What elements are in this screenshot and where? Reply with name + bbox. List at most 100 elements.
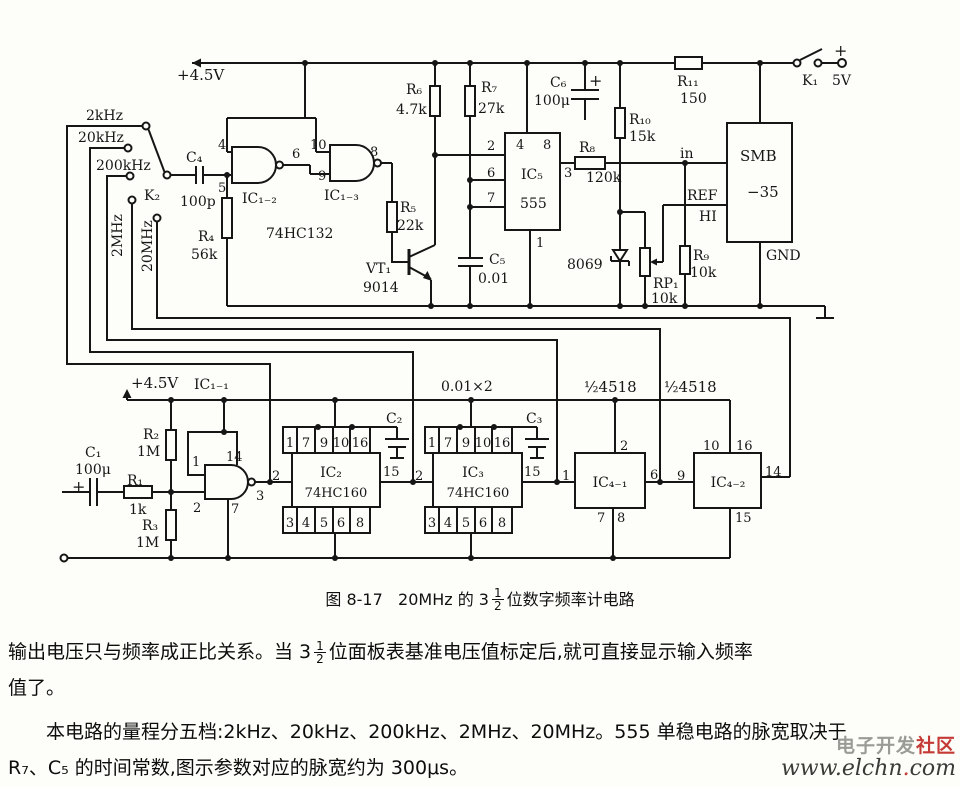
diode-8069-label: 8069 bbox=[567, 257, 603, 273]
cap-c5-plates bbox=[458, 257, 483, 306]
gate-ic13-label: IC₁₋₃ bbox=[324, 188, 359, 204]
res-r6-body bbox=[429, 85, 441, 117]
wire-gate-inputs bbox=[226, 63, 330, 153]
range-200khz: 200kHz bbox=[96, 158, 151, 174]
ic42-body bbox=[693, 452, 762, 509]
arrow-marks bbox=[122, 58, 657, 398]
ground-rail-bottom bbox=[68, 508, 731, 559]
watermark-gray-part: 电子开发 bbox=[835, 734, 916, 757]
figure-number: 图 8-17 bbox=[325, 590, 383, 609]
res-r2-body bbox=[165, 429, 177, 461]
wire-r7-555 bbox=[469, 63, 505, 258]
res-r1-body bbox=[123, 485, 153, 499]
pin-ic2-2: 2 bbox=[272, 469, 280, 484]
pin-ic42-9: 9 bbox=[677, 469, 685, 484]
switch-k1-wires bbox=[799, 48, 838, 64]
pin-ic41-1: 1 bbox=[562, 469, 570, 484]
pin-ic42-15: 15 bbox=[735, 511, 752, 526]
range-20mhz: 20MHz bbox=[140, 220, 156, 272]
range-2khz: 2kHz bbox=[86, 108, 123, 124]
rp1-wiper-arrow bbox=[650, 258, 657, 266]
pin-ic41-7: 7 bbox=[597, 511, 605, 526]
label-half4518-a: ½4518 bbox=[584, 378, 637, 396]
pin-ic12-4: 4 bbox=[218, 138, 226, 153]
supply-4v5-top: +4.5V bbox=[177, 66, 225, 84]
terminal-20khz bbox=[123, 143, 133, 153]
res-r3-value: 1M bbox=[136, 535, 159, 551]
cap-c1: C₁ bbox=[85, 445, 101, 461]
res-r5-body bbox=[386, 201, 398, 233]
ic2-pinrow-top bbox=[282, 426, 371, 454]
res-r7-body bbox=[464, 85, 476, 117]
res-r5: R₅ bbox=[400, 200, 417, 216]
res-r9-body bbox=[679, 245, 691, 275]
res-r4-body bbox=[221, 197, 233, 239]
res-r10-body bbox=[614, 107, 626, 139]
cap-c1-value: 100μ bbox=[75, 462, 111, 478]
ic41-body bbox=[574, 452, 646, 509]
pin-ic3-9: 9 bbox=[462, 436, 470, 451]
ic2-pinrow-dividers bbox=[296, 427, 351, 533]
label-5v: 5V bbox=[832, 73, 852, 89]
rail-arrow-left bbox=[192, 58, 201, 68]
cap-c6-plates bbox=[571, 63, 599, 120]
terminal-ground-left bbox=[59, 553, 69, 563]
cap-c6: C₆ bbox=[550, 75, 567, 91]
pin-ic3-8: 8 bbox=[498, 516, 506, 531]
gate-ic12-body bbox=[231, 146, 277, 184]
res-r3-body bbox=[165, 509, 177, 541]
label-half4518-b: ½4518 bbox=[664, 378, 717, 396]
p2-line1: 本电路的量程分五档:2kHz、20kHz、200kHz、2MHz、20MHz。5… bbox=[46, 721, 847, 743]
pin-ic3-3: 3 bbox=[428, 516, 436, 531]
pin-ic2-3: 3 bbox=[286, 516, 294, 531]
ic-74hc132: 74HC132 bbox=[266, 226, 333, 242]
res-r11: R₁₁ bbox=[677, 74, 699, 90]
ic3-pinrow-dividers bbox=[438, 427, 493, 533]
trans-vt1: VT₁ bbox=[365, 261, 391, 277]
pin-ic11-7: 7 bbox=[231, 502, 239, 517]
watermark-url: www.elchn.com bbox=[780, 755, 956, 781]
vt1-emitter-arrow bbox=[423, 271, 432, 281]
pin-ic5-1: 1 bbox=[536, 236, 544, 251]
paragraph-2: 本电路的量程分五档:2kHz、20kHz、200kHz、2MHz、20MHz。5… bbox=[8, 714, 952, 786]
p1-line2: 值了。 bbox=[8, 677, 66, 699]
supply-4v5-bottom: +4.5V bbox=[131, 374, 179, 392]
ic5-555-body bbox=[504, 132, 561, 231]
res-r8-value: 120k bbox=[586, 170, 622, 186]
cap-c2: C₂ bbox=[386, 411, 402, 427]
pin-ic2-5: 5 bbox=[320, 516, 328, 531]
switch-k2-blade bbox=[147, 129, 166, 173]
pin-ic42-14: 14 bbox=[765, 465, 782, 480]
pin-ic13-10: 10 bbox=[310, 138, 327, 153]
pot-rp1-value: 10k bbox=[651, 291, 678, 307]
trans-vt1-leads bbox=[408, 244, 436, 306]
diode-8069-bar bbox=[610, 256, 630, 306]
res-r9: R₉ bbox=[693, 248, 710, 264]
res-r7-value: 27k bbox=[478, 101, 505, 117]
pin-ic12-5: 5 bbox=[218, 181, 226, 196]
pin-ic12-6: 6 bbox=[292, 147, 300, 162]
ic3-name: IC₃ bbox=[462, 465, 484, 481]
res-r5-value: 22k bbox=[397, 218, 424, 234]
pin-ic11-2: 2 bbox=[193, 501, 201, 516]
res-r1: R₁ bbox=[127, 473, 143, 489]
p2-line2: R₇、C₅ 的时间常数,图示参数对应的脉宽约为 300μs。 bbox=[8, 757, 469, 779]
watermark-url-a: www.elchn bbox=[780, 755, 903, 781]
pin-ic2-1: 1 bbox=[286, 436, 294, 451]
ground-rail-top bbox=[227, 305, 834, 319]
ic3-pinrow-top bbox=[424, 426, 513, 454]
res-r10: R₁₀ bbox=[629, 112, 651, 128]
res-r8-body bbox=[574, 156, 606, 170]
trans-vt1-type: 9014 bbox=[363, 280, 399, 296]
pin-ic41-6: 6 bbox=[650, 468, 658, 483]
ic2-pinrow-bottom bbox=[282, 506, 371, 534]
rail2-arrow-up bbox=[122, 389, 132, 398]
res-r9-value: 10k bbox=[690, 265, 717, 281]
pin-ic2-10: 10 bbox=[333, 436, 350, 451]
cap-c5-value: 0.01 bbox=[478, 271, 509, 287]
pin-ic42-16: 16 bbox=[736, 439, 753, 454]
terminal-200khz bbox=[125, 171, 135, 181]
ic2-type: 74HC160 bbox=[305, 486, 368, 501]
